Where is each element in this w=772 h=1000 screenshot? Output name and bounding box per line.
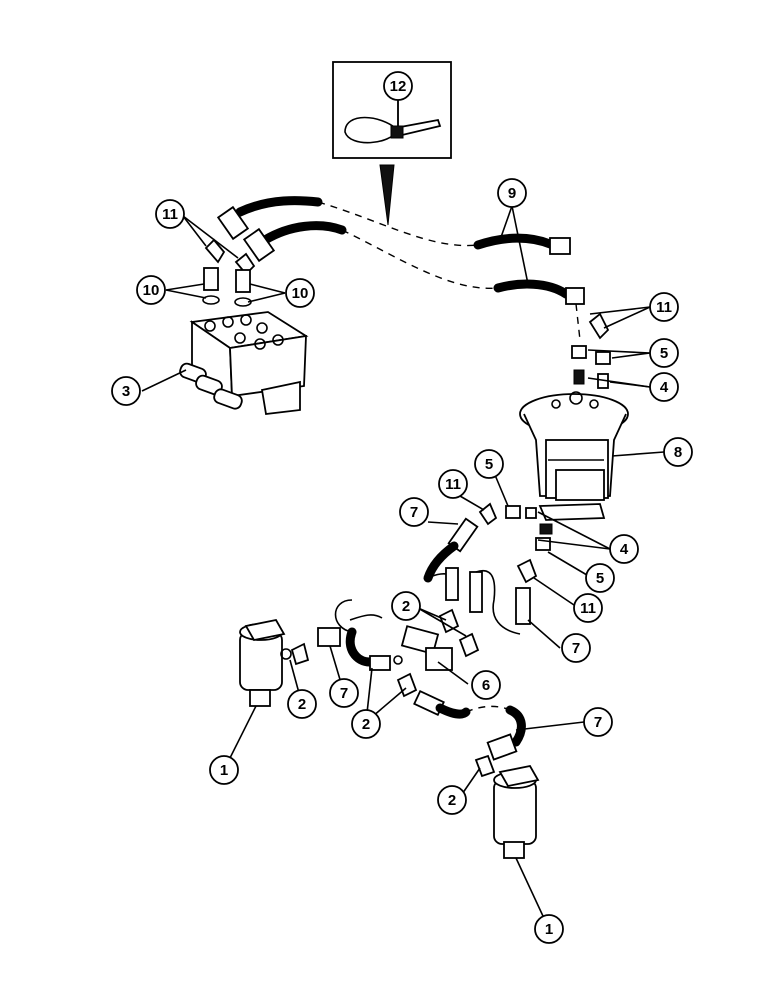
svg-text:5: 5 (660, 345, 668, 362)
callout-2: 2 (437, 785, 467, 815)
callout-7: 7 (399, 497, 429, 527)
cylinder-left (239, 618, 310, 707)
hose-assembly-upper (216, 196, 585, 305)
callout-5: 5 (474, 449, 504, 479)
svg-text:9: 9 (508, 185, 516, 202)
svg-text:11: 11 (656, 299, 672, 316)
svg-text:7: 7 (410, 504, 418, 521)
svg-text:2: 2 (362, 716, 370, 733)
svg-text:7: 7 (340, 685, 348, 702)
callout-2: 2 (287, 689, 317, 719)
callout-10: 10 (285, 278, 315, 308)
motor-fittings-upper (571, 303, 611, 389)
callout-11: 11 (438, 469, 468, 499)
hose-lower (413, 689, 526, 778)
callout-1: 1 (209, 755, 239, 785)
svg-text:7: 7 (572, 640, 580, 657)
valve-fittings (202, 238, 256, 307)
callout-10: 10 (136, 275, 166, 305)
svg-text:7: 7 (594, 714, 602, 731)
svg-text:6: 6 (482, 677, 490, 694)
callout-3: 3 (111, 376, 141, 406)
svg-text:2: 2 (402, 598, 410, 615)
callout-11: 11 (573, 593, 603, 623)
callout-5: 5 (585, 563, 615, 593)
leader-lines (141, 98, 665, 930)
callout-7: 7 (329, 678, 359, 708)
callout-5: 5 (649, 338, 679, 368)
middle-fittings (478, 502, 553, 584)
callout-8: 8 (663, 437, 693, 467)
svg-text:1: 1 (545, 921, 553, 938)
control-valve (179, 311, 309, 415)
callout-2: 2 (391, 591, 421, 621)
callout-7: 7 (561, 633, 591, 663)
callout-11: 11 (649, 292, 679, 322)
svg-text:2: 2 (448, 792, 456, 809)
callout-4: 4 (609, 534, 639, 564)
svg-text:4: 4 (660, 379, 669, 396)
callout-6: 6 (471, 670, 501, 700)
callouts: 12 11 10 10 9 11 5 4 3 8 11 5 7 4 5 2 11… (111, 71, 693, 944)
hose-middle-left (423, 517, 531, 635)
svg-text:1: 1 (220, 762, 228, 779)
svg-text:10: 10 (292, 285, 309, 302)
svg-text:4: 4 (620, 541, 629, 558)
callout-9: 9 (497, 178, 527, 208)
svg-text:12: 12 (390, 78, 407, 95)
svg-text:5: 5 (485, 456, 493, 473)
cylinder-right (493, 764, 540, 859)
svg-text:3: 3 (122, 383, 130, 400)
tee-manifold (317, 599, 480, 698)
svg-text:5: 5 (596, 570, 604, 587)
callout-4: 4 (649, 372, 679, 402)
callout-12: 12 (383, 71, 413, 101)
svg-text:11: 11 (580, 600, 596, 617)
svg-text:11: 11 (445, 476, 461, 493)
svg-text:8: 8 (674, 444, 682, 461)
hydraulic-motor (519, 391, 629, 521)
svg-text:10: 10 (143, 282, 160, 299)
callout-2: 2 (351, 709, 381, 739)
callout-7: 7 (583, 707, 613, 737)
svg-text:2: 2 (298, 696, 306, 713)
callout-1: 1 (534, 914, 564, 944)
svg-text:11: 11 (162, 206, 178, 223)
callout-11: 11 (155, 199, 185, 229)
